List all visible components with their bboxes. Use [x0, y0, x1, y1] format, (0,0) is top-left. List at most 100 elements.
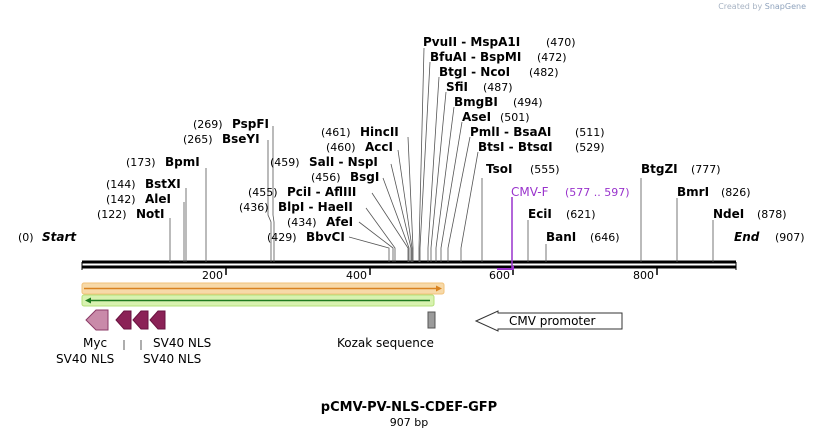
enzyme-name: BpmI [165, 155, 200, 169]
enzyme-name: BsgI [350, 170, 379, 184]
enzyme-name: BbvCI [306, 230, 345, 244]
enzyme-name: BmrI [677, 185, 709, 199]
primer-cmv-f[interactable]: CMV-F (577 .. 597) [497, 185, 630, 270]
leader-aseI [440, 121, 463, 262]
sv40-nls-feature[interactable] [149, 310, 166, 330]
leader-bsgI [382, 177, 410, 262]
leader-sfiI [430, 91, 447, 262]
cmv-promoter-feature[interactable] [474, 310, 623, 332]
enzyme-name: BmgBI [454, 95, 498, 109]
tick-label: 600 [489, 269, 510, 282]
plasmid-length: 907 bp [389, 416, 429, 429]
enzyme-name: PciI - AflIII [287, 185, 356, 199]
enzyme-pos: (621) [566, 208, 596, 221]
leader-pspfI [272, 126, 275, 262]
enzyme-pos: (482) [529, 66, 559, 79]
tick-label: 800 [633, 269, 654, 282]
leader-pmlI [447, 136, 471, 262]
tick-label: 200 [202, 269, 223, 282]
leader-accI [397, 149, 413, 262]
enzyme-pos: (460) [326, 141, 356, 154]
leader-bfuAI [419, 61, 431, 262]
orf-reverse-arrowhead [85, 297, 91, 304]
end-label: End [734, 230, 760, 244]
enzyme-pos: (429) [267, 231, 297, 244]
map-title-block: pCMV-PV-NLS-CDEF-GFP 907 bp [0, 400, 818, 429]
credit-brand: SnapGene [764, 2, 806, 11]
myc-feature[interactable] [85, 309, 109, 331]
enzyme-pos: (472) [537, 51, 567, 64]
enzyme-pos: (122) [97, 208, 127, 221]
orf-forward[interactable] [81, 282, 445, 295]
orf-forward-arrowhead [436, 285, 442, 292]
enzyme-pos: (265) [183, 133, 213, 146]
tick-label: 400 [346, 269, 367, 282]
start-label: Start [42, 230, 77, 244]
enzyme-pos: (529) [575, 141, 605, 154]
feature-label-sv40-nls: SV40 NLS [153, 336, 211, 350]
enzyme-pos: (511) [575, 126, 605, 139]
enzyme-name: BanI [546, 230, 576, 244]
enzyme-pos: (173) [126, 156, 156, 169]
leader-salI [390, 163, 412, 262]
feature-label-myc: Myc [83, 336, 107, 350]
enzyme-pos: (434) [287, 216, 317, 229]
feature-label-sv40-nls: SV40 NLS [143, 352, 201, 366]
primer-name: CMV-F [511, 185, 549, 199]
enzyme-pos: (470) [546, 36, 576, 49]
enzyme-name: AfeI [326, 215, 353, 229]
enzyme-name: BfuAI - BspMI [430, 50, 521, 64]
leader-blpI [365, 207, 396, 262]
enzyme-pos: (878) [757, 208, 787, 221]
leader-bseyI [267, 140, 272, 262]
sv40-nls-feature[interactable] [115, 310, 132, 330]
start-position: (0) [18, 231, 34, 244]
enzyme-pos: (461) [321, 126, 351, 139]
primer-arrow [497, 266, 514, 270]
feature-label-kozak: Kozak sequence [337, 336, 434, 350]
enzyme-name: NotI [136, 207, 165, 221]
enzyme-pos: (777) [691, 163, 721, 176]
leader-bbvcI [348, 236, 390, 262]
leader-bmgBI [435, 106, 455, 262]
enzyme-name: BtsI - BtsαI [478, 140, 553, 154]
enzyme-name: SfiI [446, 80, 468, 94]
enzyme-name: NdeI [713, 207, 744, 221]
enzyme-pos: (144) [106, 178, 136, 191]
snapgene-credit: Created by SnapGene [718, 2, 806, 11]
leader-btgI [427, 76, 440, 262]
enzyme-pos: (142) [106, 193, 136, 206]
leader-pciI [371, 192, 409, 262]
enzyme-name: SalI - NspI [309, 155, 378, 169]
enzyme-name: HincII [360, 125, 399, 139]
enzyme-name: BlpI - HaeII [278, 200, 353, 214]
enzyme-name: BtgI - NcoI [439, 65, 510, 79]
enzyme-pos: (501) [500, 111, 530, 124]
feature-label-sv40-nls: SV40 NLS [56, 352, 114, 366]
plasmid-name: pCMV-PV-NLS-CDEF-GFP [320, 400, 498, 415]
enzyme-leaders [169, 47, 714, 262]
kozak-feature[interactable] [427, 311, 436, 329]
enzyme-pos: (455) [248, 186, 278, 199]
credit-prefix: Created by [718, 2, 763, 11]
enzyme-name: PvuII - MspA1I [423, 35, 520, 49]
enzyme-name: PspFI [232, 117, 269, 131]
enzyme-pos: (456) [311, 171, 341, 184]
enzyme-name: BseYI [222, 132, 260, 146]
leader-btsI [460, 151, 479, 262]
enzyme-name: BstXI [145, 177, 181, 191]
enzyme-name: AccI [365, 140, 393, 154]
leader-pvuII [418, 47, 425, 262]
leader-hincII [407, 136, 414, 262]
end-position: (907) [775, 231, 805, 244]
enzyme-labels: (122) NotI (142) AleI (144) BstXI (173) … [97, 35, 787, 244]
enzyme-name: TsoI [486, 162, 512, 176]
orf-reverse[interactable] [81, 294, 435, 307]
enzyme-name: EciI [528, 207, 552, 221]
enzyme-name: AleI [145, 192, 171, 206]
enzyme-pos: (459) [270, 156, 300, 169]
enzyme-pos: (826) [721, 186, 751, 199]
sv40-nls-feature[interactable] [132, 310, 149, 330]
enzyme-pos: (487) [483, 81, 513, 94]
